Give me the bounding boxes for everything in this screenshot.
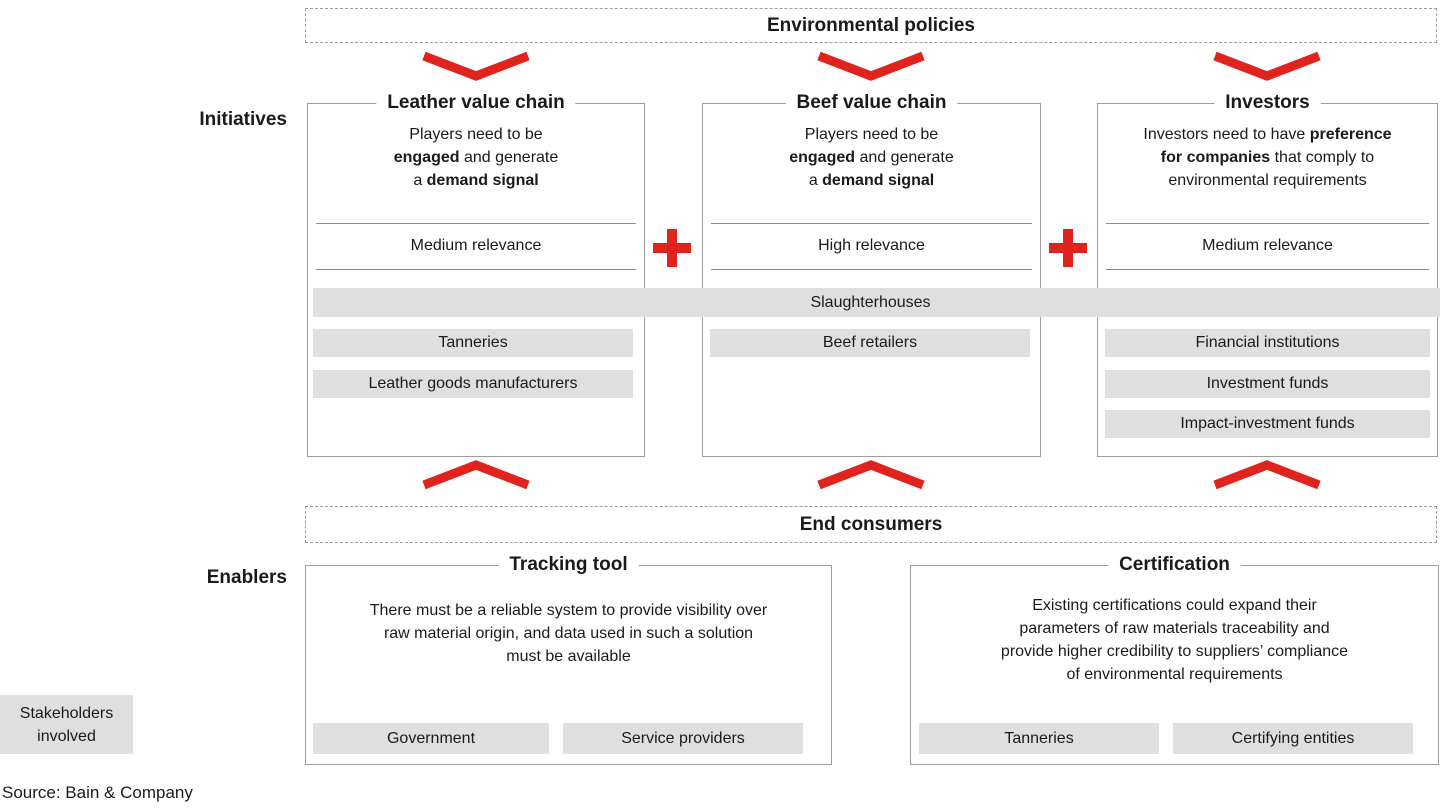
box-title: Beef value chain — [785, 92, 958, 114]
enabler-box-tracking-tool: Tracking tool There must be a reliable s… — [305, 554, 832, 765]
end-consumers-label: End consumers — [799, 513, 943, 535]
stakeholder-bar-label: Slaughterhouses — [810, 293, 931, 311]
stakeholder-bar: Impact-investment funds — [1105, 410, 1430, 438]
divider — [711, 269, 1032, 270]
initiatives-label: Initiatives — [199, 109, 287, 130]
stakeholder-bar: Tanneries — [919, 723, 1159, 754]
stakeholders-involved-legend: Stakeholders involved — [0, 695, 133, 754]
stakeholder-bar: Tanneries — [313, 329, 633, 357]
initiative-box-investors: Investors Investors need to have prefere… — [1097, 92, 1438, 457]
stakeholder-bar-slaughterhouses: Slaughterhouses — [313, 288, 1440, 317]
divider — [711, 223, 1032, 224]
divider — [316, 269, 636, 270]
chevron-up-icon — [817, 460, 925, 490]
box-body: Investors need to have preference for co… — [1143, 126, 1392, 189]
divider — [1106, 269, 1429, 270]
end-consumers-banner: End consumers — [305, 506, 1437, 543]
chevron-down-icon — [1213, 51, 1321, 81]
divider — [1106, 223, 1429, 224]
relevance-label: Medium relevance — [410, 237, 542, 254]
chevron-down-icon — [422, 51, 530, 81]
initiative-box-leather-value-chain: Leather value chain Players need to be e… — [307, 92, 645, 457]
box-body: Existing certifications could expand the… — [1000, 597, 1349, 683]
environmental-policies-banner: Environmental policies — [305, 8, 1437, 43]
stakeholder-bar: Certifying entities — [1173, 723, 1413, 754]
chevron-up-icon — [422, 460, 530, 490]
stakeholder-bar: Service providers — [563, 723, 803, 754]
chevron-down-icon — [817, 51, 925, 81]
box-title: Certification — [1108, 554, 1241, 576]
stakeholder-bar: Beef retailers — [710, 329, 1030, 357]
initiative-box-beef-value-chain: Beef value chain Players need to be enga… — [702, 92, 1041, 457]
plus-icon — [653, 229, 691, 267]
chevron-up-icon — [1213, 460, 1321, 490]
box-title: Tracking tool — [498, 554, 639, 576]
enablers-label: Enablers — [206, 567, 287, 588]
stakeholder-bar: Government — [313, 723, 549, 754]
box-title: Leather value chain — [376, 92, 576, 114]
enabler-box-certification: Certification Existing certifications co… — [910, 554, 1439, 765]
environmental-policies-label: Environmental policies — [767, 14, 975, 36]
relevance-label: Medium relevance — [1202, 237, 1333, 254]
box-title: Investors — [1214, 92, 1321, 114]
relevance-label: High relevance — [818, 237, 925, 254]
source-note: Source: Bain & Company — [2, 783, 193, 802]
box-body: Players need to be engaged and generate … — [789, 126, 954, 189]
box-body: There must be a reliable system to provi… — [369, 602, 768, 665]
stakeholder-bar: Investment funds — [1105, 370, 1430, 398]
divider — [316, 223, 636, 224]
stakeholder-bar: Leather goods manufacturers — [313, 370, 633, 398]
plus-icon — [1049, 229, 1087, 267]
stakeholder-bar: Financial institutions — [1105, 329, 1430, 357]
box-body: Players need to be engaged and generate … — [393, 126, 559, 189]
